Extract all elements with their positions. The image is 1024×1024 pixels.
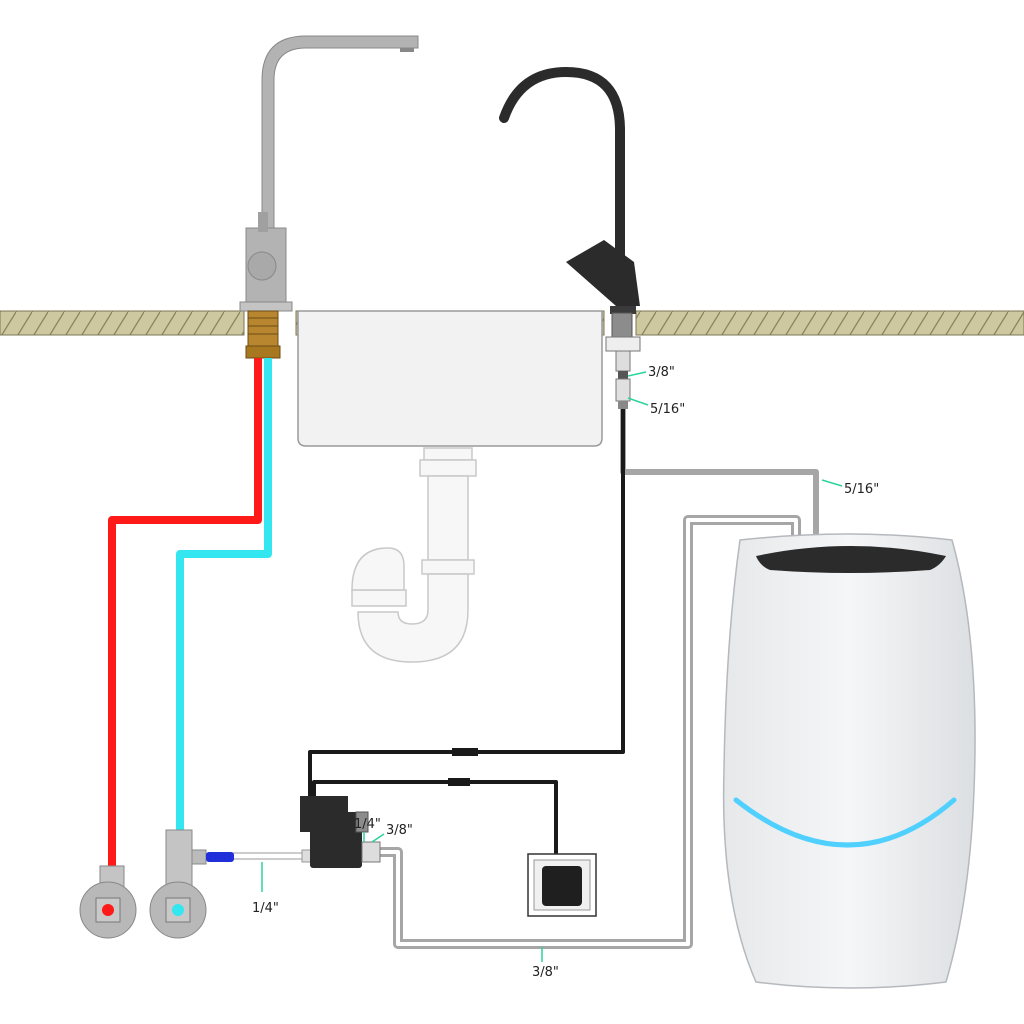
- cold-water-line: [176, 358, 272, 832]
- ro-faucet: [499, 66, 641, 409]
- control-valve: [300, 796, 381, 868]
- size-labels: 3/8" 5/16" 5/16" 1/4" 3/8" 1/4" 3/8": [252, 365, 879, 980]
- wall-outlet: [527, 853, 597, 917]
- mixer-faucet: [239, 35, 419, 359]
- label-faucet-tube-size: 5/16": [650, 402, 685, 417]
- red-dot-icon: [102, 904, 114, 916]
- valve-to-tank-tube: [378, 515, 801, 949]
- drain-trap: [351, 447, 477, 663]
- label-faucet-in-size: 3/8": [648, 365, 675, 380]
- cyan-dot-icon: [172, 904, 184, 916]
- label-feed-line-size: 1/4": [252, 901, 279, 916]
- cold-angle-valve: [149, 829, 234, 939]
- hot-angle-valve: [79, 865, 137, 939]
- filter-tank: [722, 533, 976, 989]
- ro-product-line: [308, 409, 625, 800]
- label-valve-in-size: 1/4": [354, 817, 381, 832]
- hot-water-line: [108, 358, 262, 870]
- label-tank-feed-size: 3/8": [532, 965, 559, 980]
- sink-basin: [297, 310, 603, 447]
- status-light: [733, 797, 957, 848]
- label-tank-top-size: 5/16": [844, 482, 879, 497]
- power-cable: [312, 778, 558, 856]
- label-valve-out-size: 3/8": [386, 823, 413, 838]
